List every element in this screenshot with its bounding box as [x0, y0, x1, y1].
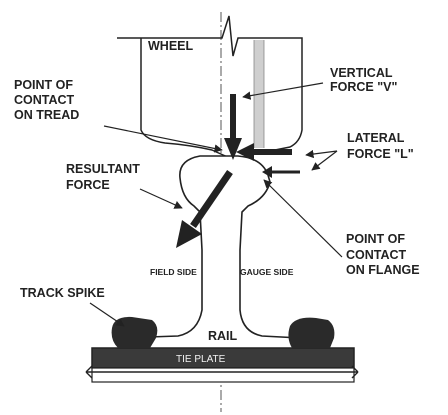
- gauge-side-label: GAUGE SIDE: [240, 267, 294, 277]
- point-tread-label-line3: ON TREAD: [14, 108, 79, 122]
- vertical-force-label-line2: FORCE "V": [330, 80, 397, 94]
- lateral-force-arrow: [236, 143, 292, 161]
- flange-lateral-arrow: [262, 166, 300, 178]
- track-spike-right: [288, 317, 335, 348]
- rail: [119, 155, 301, 351]
- leader-lines: [89, 82, 343, 327]
- wheel: [117, 15, 303, 161]
- lateral-force-label-line2: FORCE "L": [347, 147, 414, 161]
- vertical-force-label-line1: VERTICAL: [330, 66, 393, 80]
- vertical-force-arrow: [224, 94, 242, 160]
- lateral-force-label-line1: LATERAL: [347, 131, 405, 145]
- resultant-force-label-line2: FORCE: [66, 178, 110, 192]
- track-spike-label: TRACK SPIKE: [20, 286, 105, 300]
- point-flange-label-line1: POINT OF: [346, 232, 405, 246]
- wheel-label: WHEEL: [148, 39, 194, 53]
- point-flange-label-line3: ON FLANGE: [346, 263, 420, 277]
- point-tread-label-line1: POINT OF: [14, 78, 73, 92]
- tie-plate-label: TIE PLATE: [176, 354, 226, 365]
- field-side-label: FIELD SIDE: [150, 267, 197, 277]
- tie-plate: [85, 347, 359, 383]
- resultant-force-label-line1: RESULTANT: [66, 162, 140, 176]
- point-tread-label-line2: CONTACT: [14, 93, 75, 107]
- resultant-force-arrow: [176, 170, 233, 248]
- point-flange-label-line2: CONTACT: [346, 248, 407, 262]
- rail-label: RAIL: [208, 329, 238, 343]
